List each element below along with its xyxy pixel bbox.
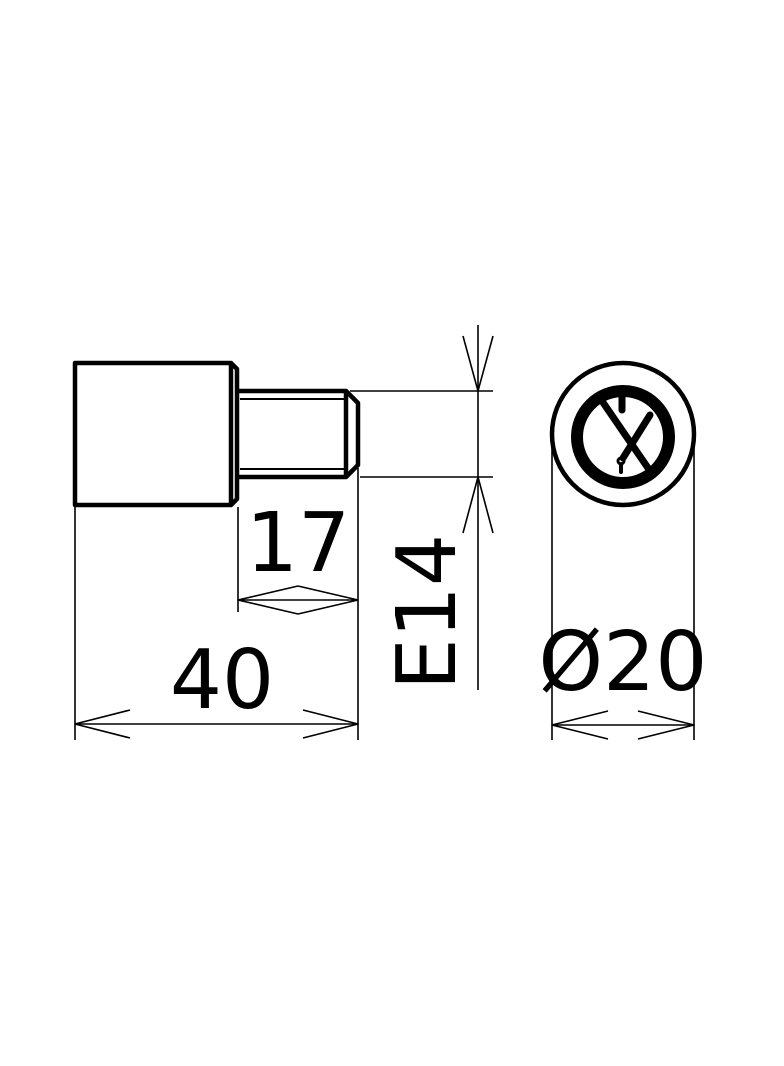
overall-length-label: 40 xyxy=(170,633,274,728)
no-tools-symbol xyxy=(598,391,654,474)
diameter-dimension xyxy=(551,434,695,740)
threaded-stem xyxy=(238,388,361,480)
thread-size-dimension xyxy=(350,325,494,690)
thread-length-dimension xyxy=(237,468,359,740)
thread-size-label: E14 xyxy=(380,534,475,690)
overall-length-dimension xyxy=(74,507,359,740)
thread-length-label: 17 xyxy=(246,496,350,591)
end-view xyxy=(549,360,697,508)
diameter-label: Ø20 xyxy=(539,615,708,710)
part-body xyxy=(72,360,240,508)
